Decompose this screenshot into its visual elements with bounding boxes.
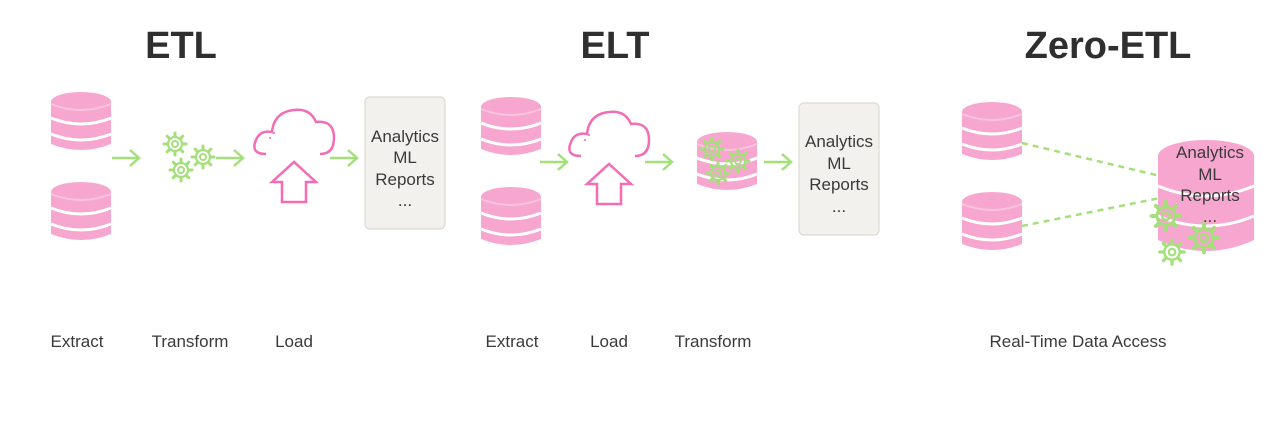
elt-output-line-2: ML (827, 154, 851, 173)
elt-output-line-3: Reports (809, 175, 869, 194)
zero-etl-caption: Real-Time Data Access (990, 332, 1167, 351)
etl-title: ETL (145, 25, 217, 67)
elt-title: ELT (581, 25, 650, 67)
elt-section: ELT Analytics ML Reports ... Extract Loa… (479, 25, 880, 351)
zero-etl-section: Zero-ETL Analytics ML Reports ... Real-T… (960, 25, 1255, 351)
etl-arrow-1-icon (110, 148, 141, 168)
zero-etl-unified-database-icon (1149, 140, 1255, 266)
etl-step-extract: Extract (51, 332, 104, 351)
etl-arrow-2-icon (214, 148, 245, 168)
zero-etl-source-database-2-icon (960, 190, 1024, 252)
etl-source-database-1-icon (49, 90, 113, 152)
etl-step-transform: Transform (152, 332, 229, 351)
elt-step-extract: Extract (486, 332, 539, 351)
zero-etl-output-line-4: ... (1203, 207, 1217, 226)
elt-output-card: Analytics ML Reports ... (798, 102, 880, 236)
etl-load-cloud-icon (253, 108, 336, 204)
etl-output-line-2: ML (393, 148, 417, 167)
etl-output-line-1: Analytics (371, 127, 439, 146)
elt-source-database-2-icon (479, 185, 543, 247)
zero-etl-title: Zero-ETL (1025, 25, 1192, 67)
elt-output-line-1: Analytics (805, 132, 873, 151)
zero-etl-output-line-2: ML (1198, 165, 1222, 184)
elt-output-line-4: ... (832, 197, 846, 216)
elt-transform-database-icon (695, 130, 759, 192)
etl-transform-gears-icon (162, 131, 216, 183)
etl-section: ETL Analytics ML Reports ... Extract Tra… (49, 25, 446, 351)
elt-load-cloud-icon (568, 110, 651, 206)
elt-source-database-1-icon (479, 95, 543, 157)
etl-output-card: Analytics ML Reports ... (364, 96, 446, 230)
elt-arrow-3-icon (762, 152, 793, 172)
zero-etl-connection-lines (1021, 141, 1161, 228)
zero-etl-output-line-1: Analytics (1176, 143, 1244, 162)
elt-arrow-1-icon (538, 152, 569, 172)
zero-etl-source-database-1-icon (960, 100, 1024, 162)
zero-etl-output-line-3: Reports (1180, 186, 1240, 205)
etl-arrow-3-icon (328, 148, 359, 168)
etl-output-line-3: Reports (375, 170, 435, 189)
etl-output-line-4: ... (398, 191, 412, 210)
etl-source-database-2-icon (49, 180, 113, 242)
etl-step-load: Load (275, 332, 313, 351)
elt-step-load: Load (590, 332, 628, 351)
elt-arrow-2-icon (643, 152, 674, 172)
elt-step-transform: Transform (675, 332, 752, 351)
